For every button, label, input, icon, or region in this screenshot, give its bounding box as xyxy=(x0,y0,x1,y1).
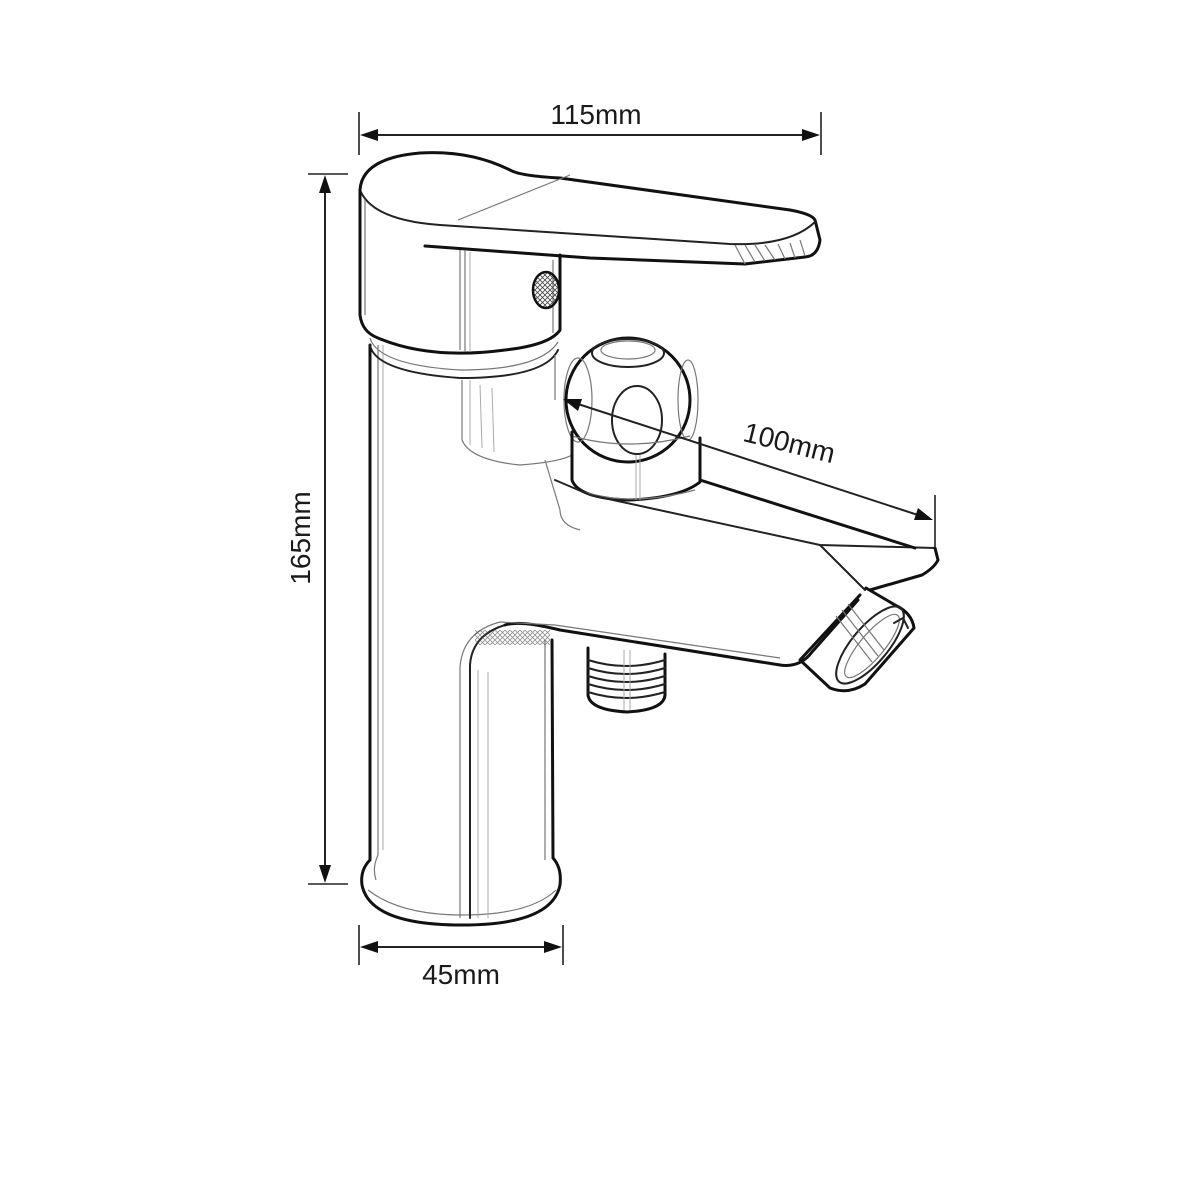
spout xyxy=(499,459,940,667)
aerator xyxy=(798,586,916,693)
threaded-outlet xyxy=(586,646,667,714)
dimension-spout-100: 100mm xyxy=(563,399,936,548)
dimension-width-115: 115mm xyxy=(358,99,822,155)
faucet-body xyxy=(360,343,562,927)
dimension-base-45: 45mm xyxy=(358,925,564,990)
dimension-label-base: 45mm xyxy=(422,959,500,990)
faucet-upper-body xyxy=(461,355,573,466)
dimension-height-165: 165mm xyxy=(285,173,348,885)
diverter-knob xyxy=(563,336,702,502)
dimension-label-width: 115mm xyxy=(550,99,641,130)
lever-handle xyxy=(358,151,822,379)
dimension-label-height: 165mm xyxy=(285,491,316,584)
